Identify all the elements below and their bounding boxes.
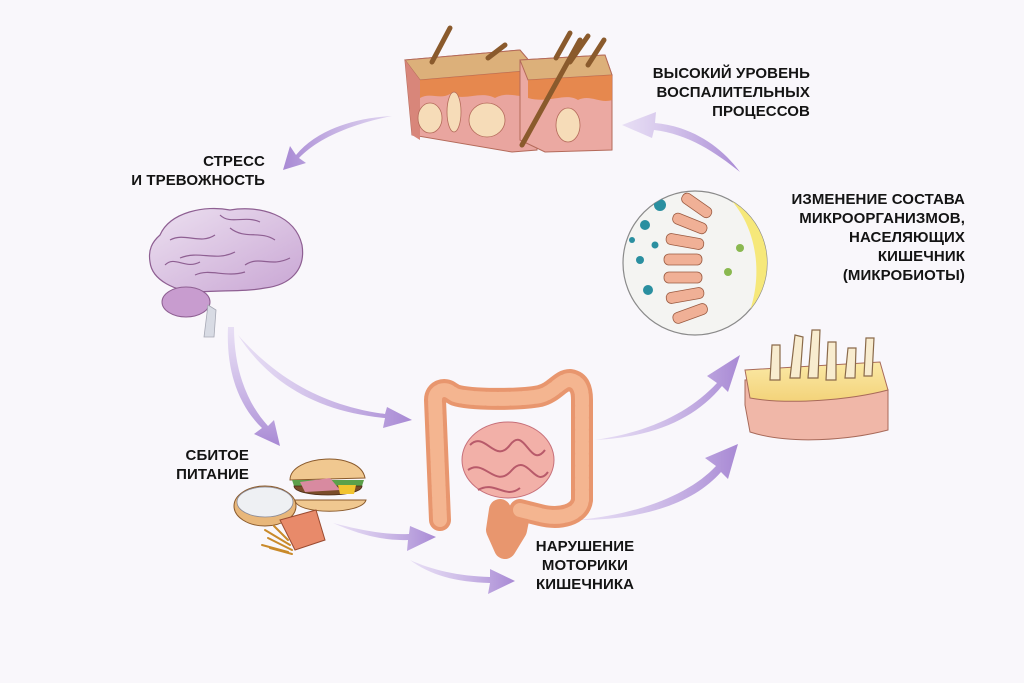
- label-line: КИШЕЧНИК: [877, 248, 965, 265]
- label-line: НАРУШЕНИЕ: [535, 538, 635, 555]
- intestinal-villi-icon: [744, 329, 889, 441]
- label-line: СТРЕСС: [203, 153, 265, 170]
- label-line: МОТОРИКИ: [541, 557, 629, 574]
- arrow-stress-to-diet: [227, 327, 280, 446]
- label-line: ВОСПАЛИТЕЛЬНЫХ: [656, 84, 810, 101]
- label-line: МИКРООРГАНИЗМОВ,: [799, 210, 965, 227]
- label-line: ВЫСОКИЙ УРОВЕНЬ: [652, 65, 810, 82]
- arrow-diet-to-motility-upper: [333, 523, 436, 551]
- label-line: ПИТАНИЕ: [176, 466, 249, 483]
- arrow-motility-to-microbiota-lower: [578, 444, 738, 520]
- label-microbiota: ИЗМЕНЕНИЕ СОСТАВА МИКРООРГАНИЗМОВ, НАСЕЛ…: [760, 190, 965, 285]
- fast-food-icon: [233, 458, 367, 555]
- label-line: СБИТОЕ: [185, 447, 249, 464]
- arrow-stress-to-motility: [238, 335, 412, 428]
- label-line: И ТРЕВОЖНОСТЬ: [131, 172, 265, 189]
- label-line: КИШЕЧНИКА: [535, 576, 635, 593]
- label-diet: СБИТОЕ ПИТАНИЕ: [140, 446, 249, 484]
- arrow-diet-to-motility-lower: [410, 560, 515, 594]
- label-inflammation: ВЫСОКИЙ УРОВЕНЬ ВОСПАЛИТЕЛЬНЫХ ПРОЦЕССОВ: [630, 64, 810, 121]
- label-stress: СТРЕСС И ТРЕВОЖНОСТЬ: [100, 152, 265, 190]
- skin-cross-section-icon: [404, 25, 613, 153]
- arrow-microbiota-to-inflammation: [622, 112, 740, 172]
- gut-microbiota-icon: [622, 190, 768, 336]
- brain-icon: [148, 207, 304, 338]
- label-line: ПРОЦЕССОВ: [712, 103, 810, 120]
- label-line: НАСЕЛЯЮЩИХ: [849, 229, 965, 246]
- intestines-icon: [424, 369, 593, 559]
- arrows: [227, 112, 740, 594]
- label-motility: НАРУШЕНИЕ МОТОРИКИ КИШЕЧНИКА: [525, 537, 645, 594]
- label-line: (МИКРОБИОТЫ): [842, 267, 965, 284]
- label-line: ИЗМЕНЕНИЕ СОСТАВА: [791, 191, 965, 208]
- arrow-motility-to-microbiota-upper: [595, 355, 740, 440]
- arrow-inflammation-to-stress: [283, 116, 392, 170]
